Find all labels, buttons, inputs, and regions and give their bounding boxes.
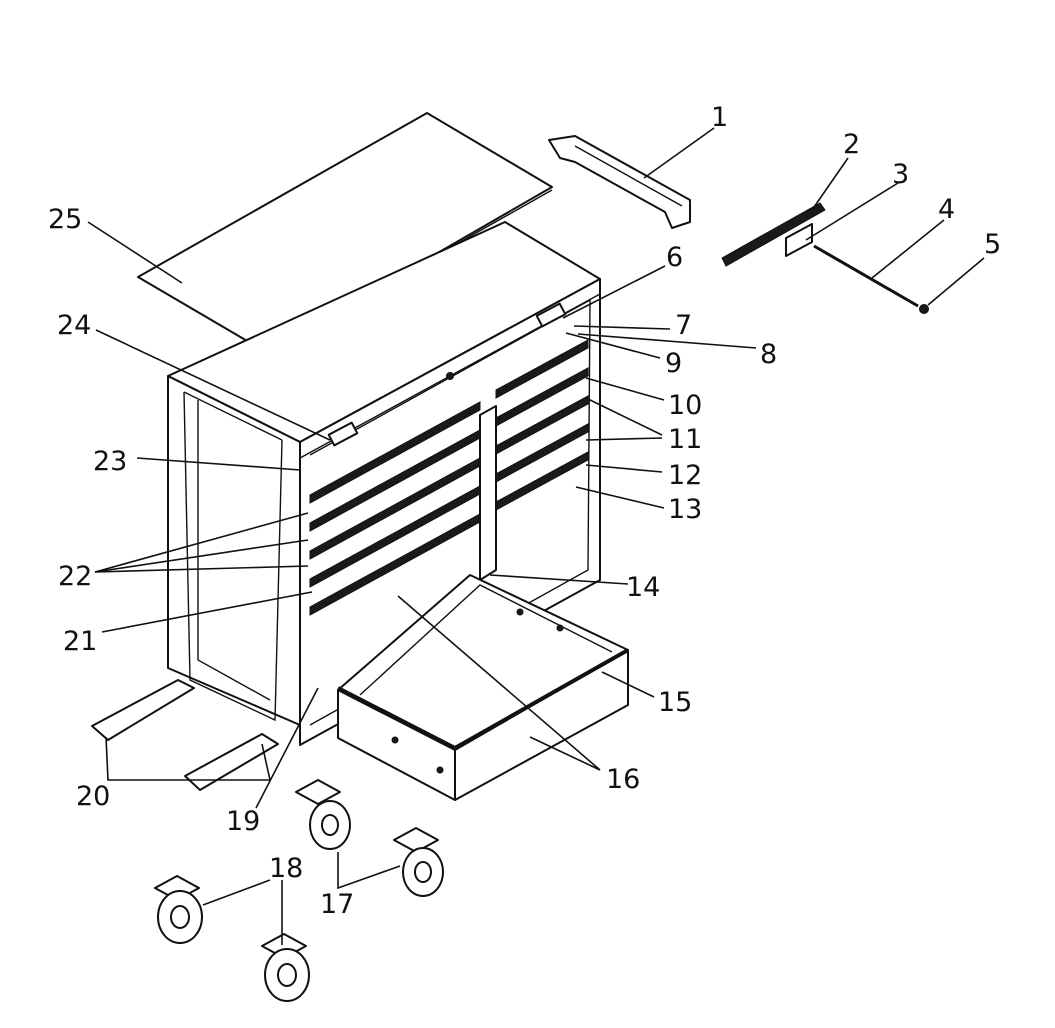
callout-11: 11 [668, 424, 702, 455]
callout-8: 8 [760, 339, 777, 370]
callout-9: 9 [665, 348, 682, 379]
callout-7: 7 [675, 310, 692, 341]
swivel-caster-rear [393, 827, 444, 897]
callout-25: 25 [48, 204, 82, 235]
rigid-caster-left [154, 875, 203, 944]
callout-15: 15 [658, 687, 692, 718]
rod-and-cap [813, 244, 929, 314]
callout-10: 10 [668, 390, 702, 421]
side-handle [548, 135, 691, 229]
base-rails [91, 679, 279, 791]
callout-2: 2 [843, 129, 860, 160]
callout-17: 17 [320, 889, 354, 920]
callout-20: 20 [76, 781, 110, 812]
drawer-slide-rail [721, 202, 826, 267]
callout-3: 3 [892, 159, 909, 190]
callout-18: 18 [269, 853, 303, 884]
callout-21: 21 [63, 626, 97, 657]
leader-lines [87, 127, 985, 945]
callout-5: 5 [984, 229, 1001, 260]
callout-24: 24 [57, 310, 91, 341]
right-drawer-fronts [495, 339, 589, 511]
cabinet-body [167, 221, 601, 746]
callout-16: 16 [606, 764, 640, 795]
left-drawer-fronts [309, 401, 481, 616]
callout-14: 14 [626, 572, 660, 603]
rigid-caster-right [261, 933, 310, 1002]
swivel-caster-front [295, 779, 351, 850]
bottom-drawer [337, 574, 629, 801]
callout-13: 13 [668, 494, 702, 525]
callout-6: 6 [666, 242, 683, 273]
callout-19: 19 [226, 806, 260, 837]
callout-22: 22 [58, 561, 92, 592]
callout-1: 1 [711, 102, 728, 133]
callout-labels: 1 2 3 4 5 6 7 8 9 10 11 12 13 14 15 16 1… [48, 102, 1001, 920]
callout-4: 4 [938, 194, 955, 225]
callout-23: 23 [93, 446, 127, 477]
callout-12: 12 [668, 460, 702, 491]
